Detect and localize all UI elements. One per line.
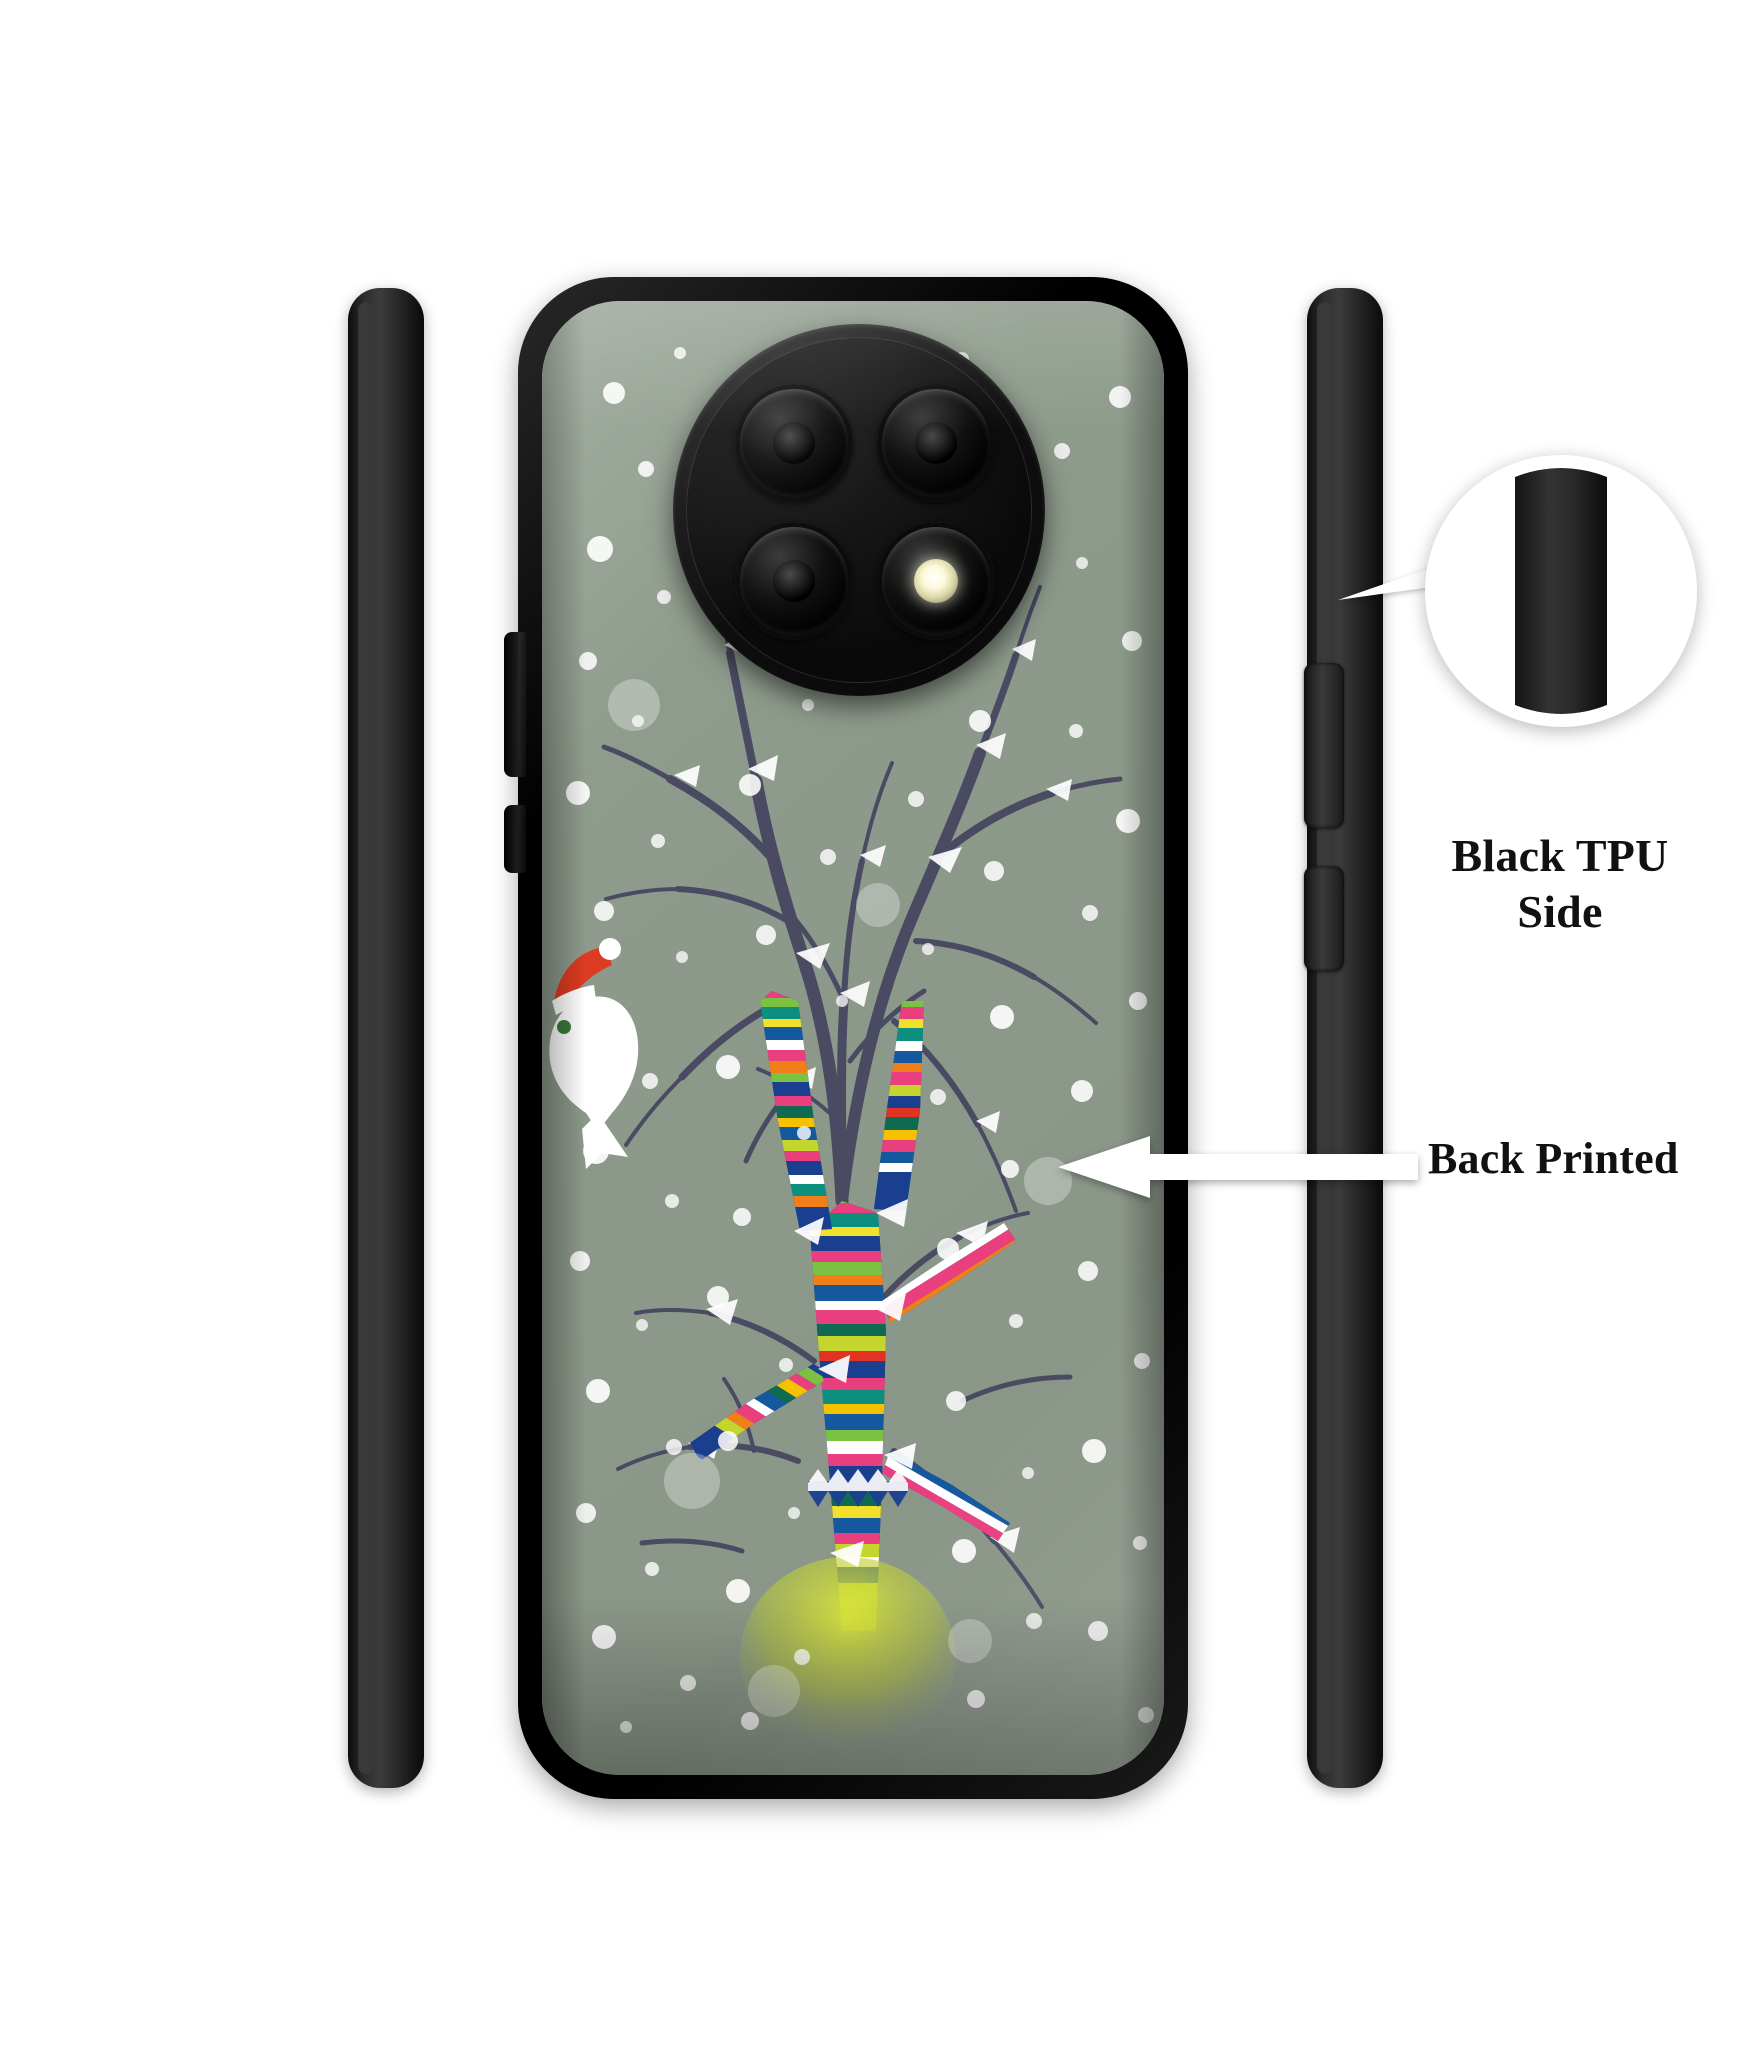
back-printed-label: Back Printed bbox=[1428, 1134, 1679, 1183]
magnified-tpu-edge bbox=[1515, 468, 1607, 714]
black-tpu-side-label-line1: Black TPU bbox=[1451, 830, 1669, 881]
volume-rocker-profile bbox=[1304, 663, 1344, 828]
left-profile-highlight bbox=[358, 302, 374, 1774]
camera-lens-1-pupil bbox=[773, 422, 815, 464]
tpu-edge-magnifier bbox=[1425, 455, 1697, 727]
power-button-profile bbox=[1304, 866, 1344, 971]
magnifier-inner bbox=[1438, 468, 1684, 714]
camera-lens-1 bbox=[735, 384, 853, 502]
power-button-case bbox=[504, 805, 526, 873]
black-tpu-side-label-line2: Side bbox=[1517, 886, 1603, 938]
black-tpu-side-label: Black TPU Side bbox=[1410, 828, 1710, 940]
right-profile-highlight bbox=[1317, 302, 1333, 1774]
magnifier-pointer-icon bbox=[1338, 560, 1438, 604]
right-side-profile bbox=[1304, 288, 1383, 1788]
printed-back-panel bbox=[542, 301, 1164, 1775]
camera-lens-3 bbox=[735, 522, 853, 640]
camera-lens-2 bbox=[877, 384, 995, 502]
winter-tree-artwork bbox=[542, 301, 1164, 1775]
camera-lens-3-pupil bbox=[773, 560, 815, 602]
camera-flash-icon bbox=[877, 522, 995, 640]
camera-module bbox=[673, 324, 1045, 696]
camera-lens-2-pupil bbox=[915, 422, 957, 464]
volume-rocker-case bbox=[504, 632, 526, 777]
back-printed-arrow-icon bbox=[1058, 1136, 1418, 1198]
phone-case-back-view bbox=[504, 277, 1188, 1799]
camera-island-ring bbox=[686, 337, 1032, 683]
left-side-profile bbox=[348, 288, 424, 1788]
camera-flash-bulb bbox=[914, 559, 958, 603]
